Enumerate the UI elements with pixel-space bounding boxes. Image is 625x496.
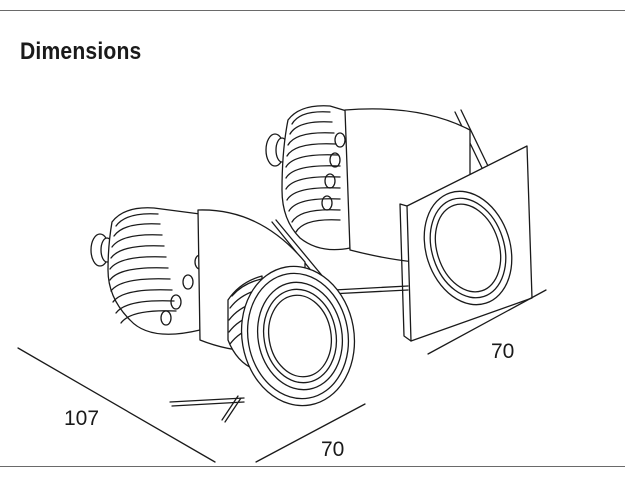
square-heatsink [282,106,354,250]
round-spotlight [91,208,365,422]
dimension-line-width-square [428,290,546,354]
dimension-label-length: 107 [64,407,100,430]
dimension-label-width-square: 70 [491,340,515,363]
bottom-rule [0,466,625,467]
dimension-label-width-round: 70 [321,438,345,461]
dimension-line-length [18,348,215,462]
round-heatsink [108,208,222,334]
top-rule [0,10,625,11]
dimension-line-width-round [256,404,365,462]
page-title: Dimensions [20,38,142,65]
